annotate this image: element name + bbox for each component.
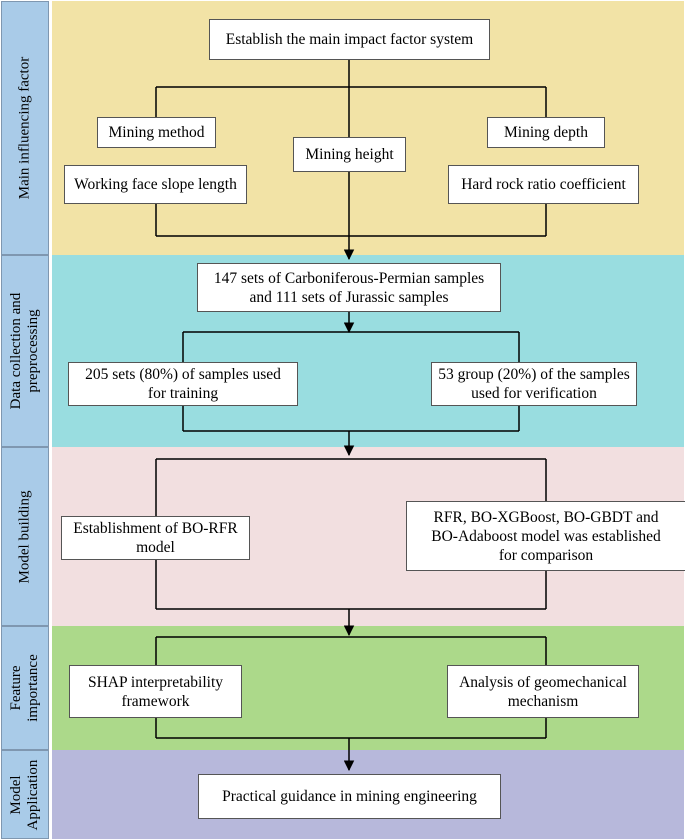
working-face-slope-length-box: Working face slope length xyxy=(64,165,247,204)
mining-method-box: Mining method xyxy=(97,117,216,148)
section-label-main-influencing-factor: Main influencing factor xyxy=(1,1,49,255)
training-samples-box: 205 sets (80%) of samples used for train… xyxy=(68,362,298,406)
section-label-model-building: Model building xyxy=(1,447,49,626)
verification-samples-box: 53 group (20%) of the samples used for v… xyxy=(431,362,637,406)
mining-depth-box: Mining depth xyxy=(487,117,605,148)
geomechanical-mechanism-box: Analysis of geomechanical mechanism xyxy=(447,665,639,718)
bo-rfr-model-box: Establishment of BO-RFR model xyxy=(61,516,250,560)
practical-guidance-box: Practical guidance in mining engineering xyxy=(198,774,501,819)
hard-rock-ratio-box: Hard rock ratio coefficient xyxy=(448,165,639,204)
impact-factor-system-box: Establish the main impact factor system xyxy=(209,19,490,60)
shap-framework-box: SHAP interpretability framework xyxy=(69,665,242,718)
mining-height-box: Mining height xyxy=(293,137,406,172)
samples-box: 147 sets of Carboniferous-Permian sample… xyxy=(197,263,501,312)
comparison-models-box: RFR, BO-XGBoost, BO-GBDT and BO-Adaboost… xyxy=(406,501,685,571)
